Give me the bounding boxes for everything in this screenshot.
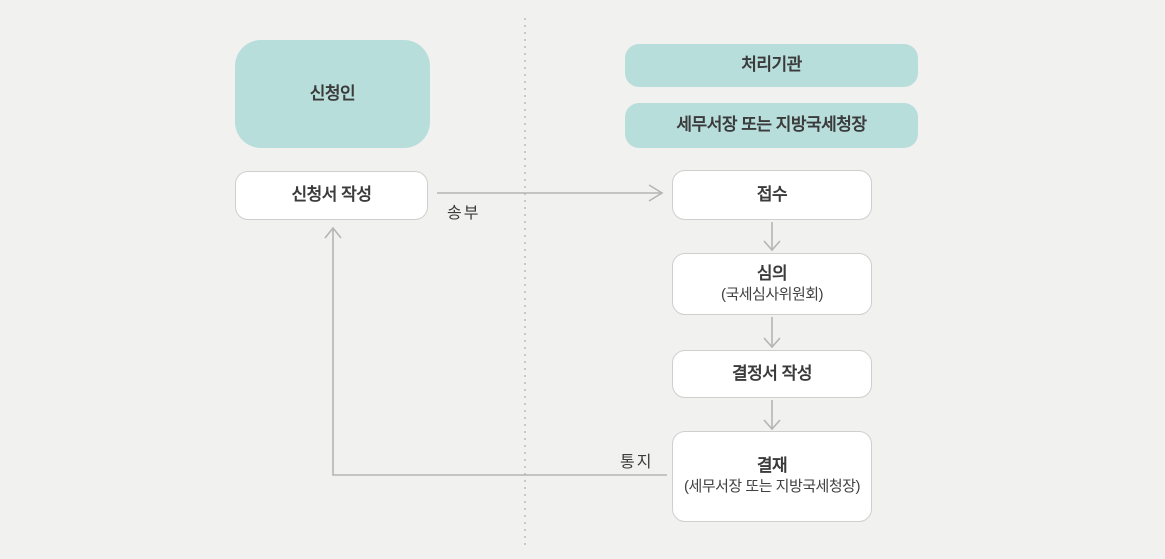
agency-label: 처리기관 (741, 55, 802, 75)
step-approval-box: 결재 (세무서장 또는 지방국세청장) (672, 431, 872, 522)
agency-box: 처리기관 (625, 44, 918, 87)
step-draft-application-label: 신청서 작성 (291, 185, 372, 205)
notify-arrow (324, 226, 667, 476)
send-edge-label: 송부 (447, 205, 481, 222)
agency-head-label: 세무서장 또는 지방국세청장 (676, 115, 867, 135)
step-draft-application-box: 신청서 작성 (235, 171, 428, 220)
applicant-box: 신청인 (235, 40, 430, 148)
step-approval-sublabel: (세무서장 또는 지방국세청장) (684, 478, 860, 496)
step-decision-draft-box: 결정서 작성 (672, 350, 872, 398)
flow-arrow-review-to-draft (763, 317, 781, 349)
agency-head-box: 세무서장 또는 지방국세청장 (625, 103, 918, 148)
step-review-sublabel: (국세심사위원회) (720, 285, 824, 303)
step-approval-label: 결재 (756, 456, 788, 476)
flow-arrow-draft-to-approval (763, 400, 781, 431)
notify-edge-label: 통지 (620, 454, 654, 471)
flow-arrow-receipt-to-review (763, 222, 781, 252)
step-receipt-label: 접수 (756, 184, 788, 204)
step-review-box: 심의 (국세심사위원회) (672, 253, 872, 315)
step-review-label: 심의 (756, 263, 788, 283)
step-decision-draft-label: 결정서 작성 (732, 363, 812, 383)
lane-divider-dotted-line (524, 18, 526, 546)
step-receipt-box: 접수 (672, 170, 872, 220)
applicant-label: 신청인 (309, 83, 356, 103)
